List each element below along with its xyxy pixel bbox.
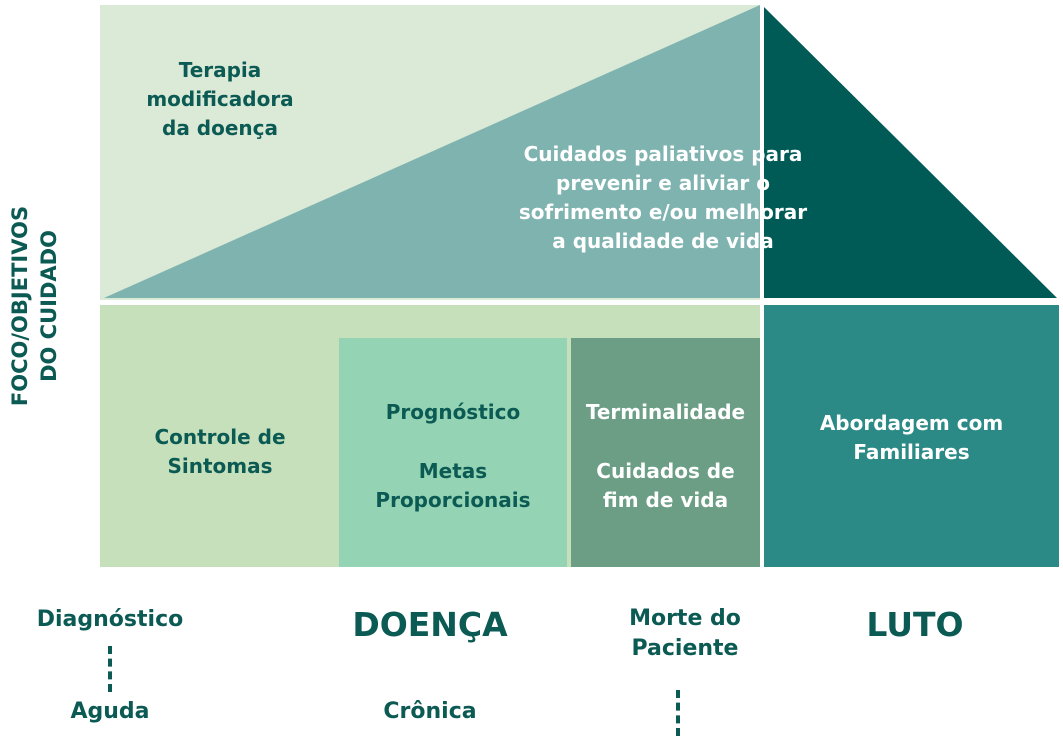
acute-label: Aguda bbox=[70, 699, 150, 724]
end-of-life-care-label: Cuidados de fim de vida bbox=[596, 459, 735, 512]
end-of-life-panel bbox=[571, 338, 760, 567]
disease-therapy-label: Terapia modificadora da doença bbox=[146, 57, 294, 140]
chronic-label: Crônica bbox=[383, 699, 477, 724]
grief-triangle bbox=[764, 7, 1057, 298]
prognosis-panel bbox=[339, 338, 567, 567]
prognosis-label: Prognóstico bbox=[385, 399, 521, 424]
death-dashed-connector bbox=[676, 690, 680, 736]
patient-death-label: Morte do Paciente bbox=[629, 606, 741, 661]
palliative-care-triangle bbox=[104, 5, 760, 298]
proportional-goals-label: Metas Proporcionais bbox=[375, 459, 531, 512]
symptom-control-label: Controle de Sintomas bbox=[154, 425, 286, 478]
grief-label: LUTO bbox=[866, 605, 964, 644]
palliative-care-label: Cuidados paliativos para prevenir e aliv… bbox=[518, 142, 808, 253]
family-approach-panel bbox=[764, 305, 1059, 567]
diagnosis-dashed-connector bbox=[108, 646, 112, 692]
diagnosis-label: Diagnóstico bbox=[36, 607, 184, 632]
terminality-label: Terminalidade bbox=[585, 399, 746, 424]
care-focus-axis-label: FOCO/OBJETIVOS DO CUIDADO bbox=[8, 205, 61, 407]
disease-label: DOENÇA bbox=[352, 605, 508, 644]
family-approach-label: Abordagem com Familiares bbox=[819, 411, 1004, 464]
